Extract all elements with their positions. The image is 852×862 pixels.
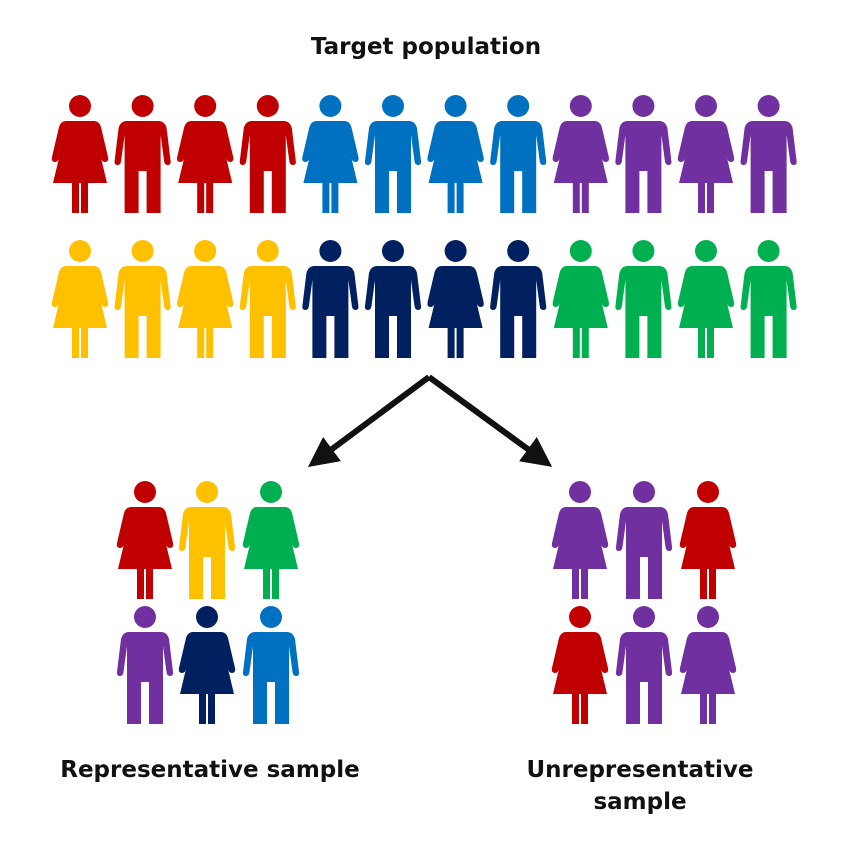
- people-layer: [51, 95, 797, 724]
- population-person: [740, 95, 797, 213]
- population-person: [552, 240, 609, 358]
- unrepresentative-sample-person: [679, 481, 737, 599]
- unrepresentative-sample-person: [679, 606, 737, 724]
- population-person: [552, 95, 609, 213]
- population-person: [677, 240, 735, 358]
- arrows-layer: [307, 374, 553, 467]
- population-person: [490, 240, 547, 358]
- population-person: [51, 95, 109, 213]
- arrow-to-unrepresentative: [427, 374, 553, 467]
- representative-sample-person: [242, 606, 300, 724]
- representative-sample-person: [116, 481, 174, 599]
- population-person: [239, 240, 296, 358]
- representative-sample-label: Representative sample: [60, 757, 360, 783]
- population-person: [302, 240, 359, 358]
- unrepresentative-sample-person: [551, 481, 609, 599]
- population-person: [302, 95, 359, 213]
- population-person: [427, 95, 484, 213]
- unrepresentative-sample-person: [615, 606, 673, 724]
- population-person: [114, 95, 171, 213]
- population-person: [51, 240, 109, 358]
- unrepresentative-sample-person: [551, 606, 609, 724]
- population-person: [364, 95, 422, 213]
- title: Target population: [310, 34, 542, 60]
- representative-sample-person: [178, 481, 236, 599]
- representative-sample-person: [116, 606, 174, 724]
- representative-sample-person: [242, 481, 300, 599]
- population-person: [114, 240, 171, 358]
- population-person: [615, 95, 672, 213]
- population-person: [239, 95, 296, 213]
- population-person: [177, 95, 234, 213]
- unrepresentative-sample-person: [615, 481, 673, 599]
- representative-sample-person: [178, 606, 236, 724]
- arrow-to-representative: [307, 374, 431, 467]
- population-person: [490, 95, 547, 213]
- population-person: [615, 240, 672, 358]
- population-person: [427, 240, 484, 358]
- population-person: [177, 240, 234, 358]
- unrepresentative-sample-label: Unrepresentative sample: [526, 757, 754, 815]
- population-person: [364, 240, 422, 358]
- population-person: [677, 95, 735, 213]
- population-person: [740, 240, 797, 358]
